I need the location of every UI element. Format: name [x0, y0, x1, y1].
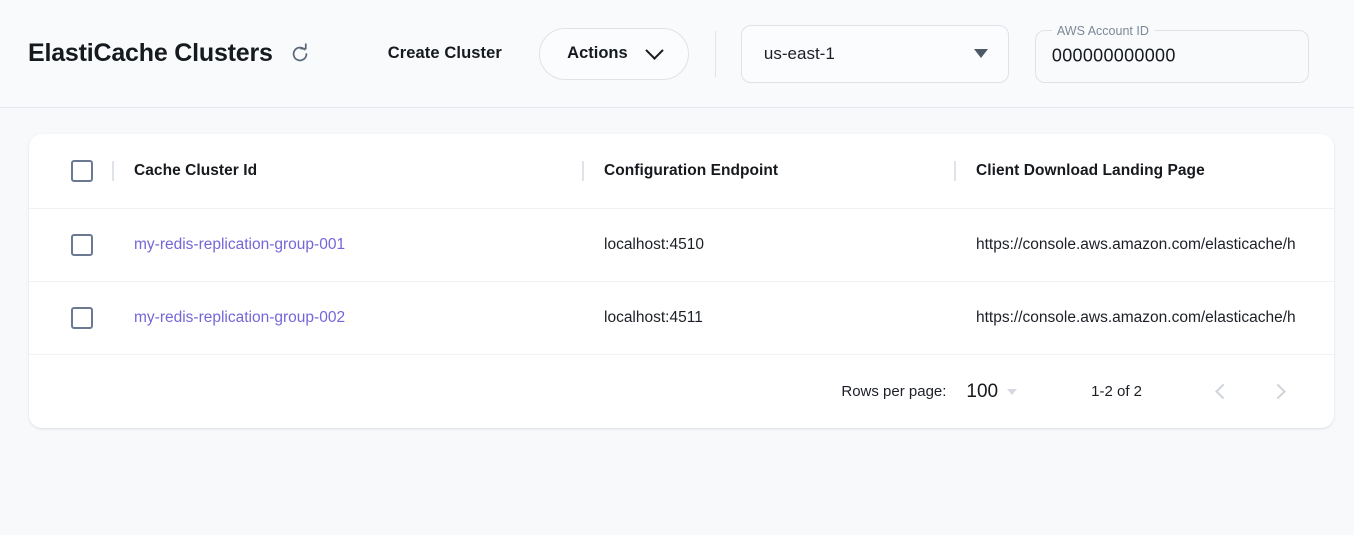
- cluster-id-link[interactable]: my-redis-replication-group-002: [134, 309, 346, 326]
- caret-down-icon: [973, 49, 988, 58]
- row-select-cell: [29, 234, 134, 256]
- chevron-down-icon: [644, 41, 664, 60]
- table-header-row: Cache Cluster Id Configuration Endpoint …: [29, 134, 1334, 208]
- aws-account-id-value: 000000000000: [1051, 45, 1176, 66]
- pagination-range: 1-2 of 2: [1091, 383, 1142, 400]
- column-header-client-download-landing-page[interactable]: Client Download Landing Page: [954, 161, 1334, 181]
- next-page-button[interactable]: [1258, 371, 1300, 413]
- column-separator: [582, 161, 584, 181]
- caret-down-icon: [1007, 388, 1018, 395]
- select-all-cell: [29, 160, 134, 182]
- cell-client-download-landing-page: https://console.aws.amazon.com/elasticac…: [976, 236, 1296, 253]
- refresh-icon: [289, 42, 311, 65]
- aws-account-id-field[interactable]: AWS Account ID 000000000000: [1034, 23, 1309, 83]
- table-row: my-redis-replication-group-002 localhost…: [29, 281, 1334, 354]
- rows-per-page-label: Rows per page:: [841, 383, 947, 400]
- header-divider: [714, 30, 716, 77]
- rows-per-page-value: 100: [966, 380, 999, 402]
- table-row: my-redis-replication-group-001 localhost…: [29, 208, 1334, 281]
- refresh-button[interactable]: [284, 38, 316, 70]
- previous-page-button[interactable]: [1200, 371, 1242, 413]
- select-all-checkbox[interactable]: [70, 160, 93, 182]
- cell-configuration-endpoint: localhost:4510: [604, 236, 704, 253]
- content-area: Cache Cluster Id Configuration Endpoint …: [0, 108, 1354, 428]
- aws-account-id-label: AWS Account ID: [1056, 23, 1149, 38]
- actions-button-label: Actions: [567, 44, 628, 62]
- page-title: ElastiCache Clusters: [28, 39, 273, 67]
- chevron-left-icon: [1214, 383, 1231, 400]
- cell-cache-cluster-id: my-redis-replication-group-002: [134, 309, 604, 327]
- region-select[interactable]: us-east-1: [740, 24, 1009, 83]
- cell-configuration-endpoint: localhost:4511: [604, 309, 703, 326]
- actions-button[interactable]: Actions: [538, 27, 689, 80]
- create-cluster-button[interactable]: Create Cluster: [384, 36, 506, 71]
- region-select-value: us-east-1: [763, 43, 835, 63]
- column-separator: [954, 161, 956, 181]
- row-checkbox[interactable]: [70, 234, 93, 256]
- pagination-bar: Rows per page: 100 1-2 of 2: [29, 354, 1334, 428]
- column-header-cache-cluster-id[interactable]: Cache Cluster Id: [112, 161, 604, 181]
- chevron-right-icon: [1269, 383, 1286, 400]
- clusters-card: Cache Cluster Id Configuration Endpoint …: [29, 134, 1334, 428]
- row-select-cell: [29, 307, 134, 329]
- cluster-id-link[interactable]: my-redis-replication-group-001: [134, 236, 346, 253]
- row-checkbox[interactable]: [70, 307, 93, 329]
- page-header: ElastiCache Clusters Create Cluster Acti…: [0, 0, 1354, 108]
- column-header-configuration-endpoint[interactable]: Configuration Endpoint: [582, 161, 976, 181]
- cell-cache-cluster-id: my-redis-replication-group-001: [134, 236, 604, 254]
- rows-per-page-select[interactable]: 100: [966, 380, 1018, 403]
- column-separator: [112, 161, 114, 181]
- cell-client-download-landing-page: https://console.aws.amazon.com/elasticac…: [976, 309, 1296, 326]
